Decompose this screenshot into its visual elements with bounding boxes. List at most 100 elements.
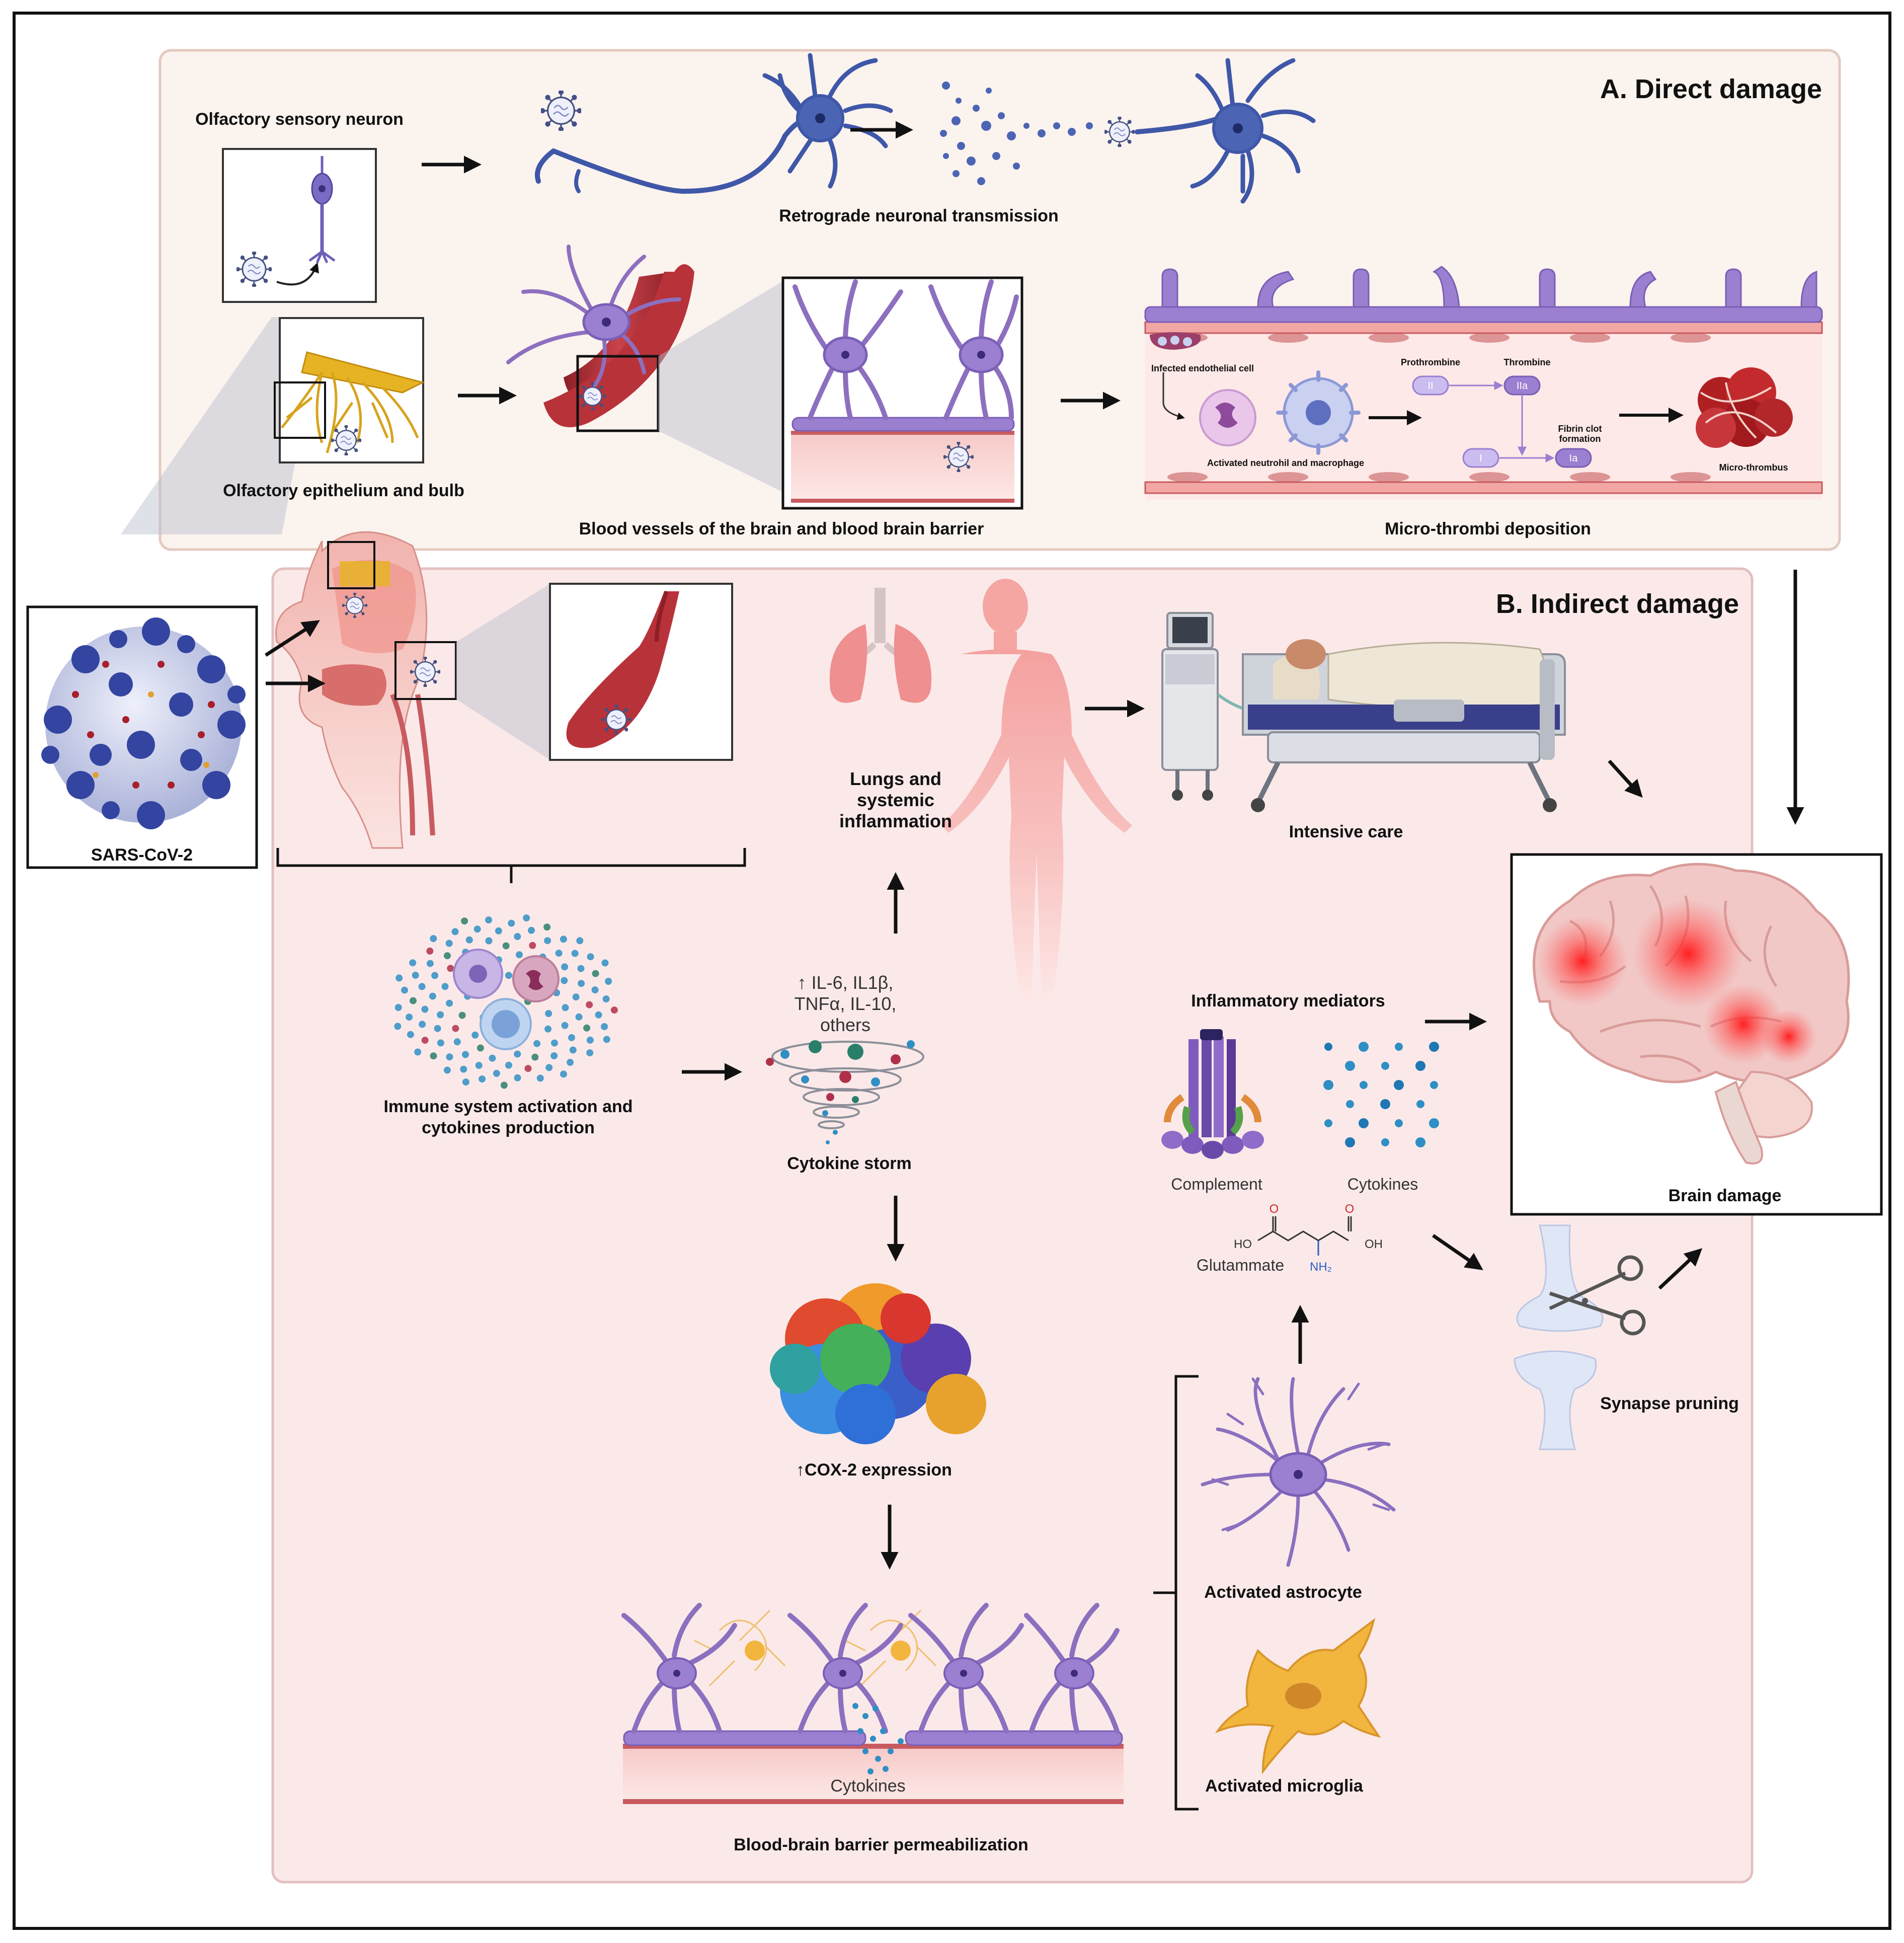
cytokine-dot — [1395, 1119, 1403, 1127]
immune-dot — [605, 978, 612, 985]
immune-dot — [447, 965, 454, 972]
micro-thrombus — [1696, 367, 1793, 448]
immune-dot — [471, 1031, 479, 1039]
olfactory-neuron-illustration — [222, 148, 377, 303]
label-infected-endothelial: Infected endothelial cell — [1151, 363, 1254, 373]
immune-dot — [452, 1025, 459, 1032]
label-retrograde: Retrograde neuronal transmission — [779, 206, 1058, 225]
immune-dot — [460, 1065, 467, 1073]
immune-dot — [500, 1081, 508, 1089]
immune-dot — [409, 959, 417, 967]
immune-dot — [453, 1038, 461, 1046]
immune-dot — [529, 942, 536, 949]
immune-dot — [426, 960, 434, 967]
label-bbb-perm: Blood-brain barrier permeabilization — [734, 1835, 1028, 1854]
immune-dot — [561, 977, 568, 984]
immune-dot — [561, 1022, 569, 1029]
macrophage — [1276, 370, 1361, 455]
immune-dot — [493, 1070, 500, 1077]
immune-dot — [567, 1059, 574, 1066]
immune-dot — [601, 959, 609, 967]
immune-dot — [462, 1078, 469, 1086]
cytokine-dot — [1394, 1080, 1404, 1090]
immune-dot — [431, 972, 439, 979]
cytokine-dot — [1345, 1137, 1355, 1147]
immune-dot — [395, 974, 403, 982]
immune-dot — [505, 1061, 512, 1069]
human-body-illustration — [941, 579, 1132, 1004]
cytokine-dot — [1381, 1138, 1389, 1146]
immune-dot — [485, 916, 493, 924]
immune-dot — [551, 1039, 558, 1047]
label-olfactory-epithelium: Olfactory epithelium and bulb — [223, 481, 464, 500]
cytokine-dot — [1395, 1043, 1403, 1051]
immune-dot — [418, 983, 426, 990]
immune-dot — [401, 986, 408, 994]
glutamate-ho: HO — [1234, 1237, 1252, 1251]
cytokine-dot — [1345, 1061, 1355, 1071]
panel-indirect-damage — [271, 567, 1754, 1884]
label-cytokines: Cytokines — [1347, 1175, 1418, 1193]
immune-dot — [524, 1065, 532, 1072]
immune-dot — [516, 951, 523, 959]
cytokine-dot — [1360, 1081, 1368, 1089]
label-sars: SARS-CoV-2 — [91, 845, 193, 865]
label-cox2: ↑COX-2 expression — [796, 1460, 952, 1480]
immune-dot — [610, 1006, 618, 1014]
immune-dot — [560, 936, 567, 943]
arrow-sars-nose — [265, 620, 320, 657]
immune-dot — [458, 1012, 466, 1019]
immune-dot — [443, 1066, 451, 1074]
immune-dot — [586, 1049, 594, 1057]
immune-dot — [514, 1074, 521, 1081]
immune-dot — [479, 1075, 486, 1083]
immune-dot — [461, 917, 468, 925]
label-bbb-cytokines: Cytokines — [830, 1776, 905, 1796]
immune-dot — [446, 999, 453, 1007]
microvessel-illustration — [549, 583, 733, 761]
immune-dot — [543, 923, 551, 931]
label-micro-thrombus: Micro-thrombus — [1719, 462, 1788, 473]
complement-illustration — [1161, 1029, 1264, 1159]
immune-dot — [576, 937, 584, 945]
cytokine-dot — [1416, 1100, 1424, 1108]
label-prothrombine: Prothrombine — [1401, 357, 1460, 367]
bracket-glia — [1153, 1375, 1199, 1811]
neuron-with-virus — [535, 53, 893, 194]
label-activated-microglia: Activated microglia — [1205, 1776, 1364, 1796]
label-cytokines-list: ↑ IL-6, IL1β,TNFα, IL-10,others — [795, 972, 897, 1035]
label-cytokine-storm: Cytokine storm — [787, 1154, 912, 1173]
immune-dot — [603, 1036, 610, 1043]
immune-dot — [583, 1024, 591, 1032]
immune-dot — [445, 940, 453, 947]
immune-dot — [601, 1023, 608, 1030]
immune-dot — [406, 1014, 413, 1021]
immune-dot — [429, 992, 436, 1000]
activated-astrocyte-illustration — [1201, 1377, 1396, 1567]
label-thrombine: Thrombine — [1504, 357, 1551, 367]
immune-dot — [505, 972, 512, 979]
immune-dot — [489, 1054, 496, 1062]
factor-ii: II — [1427, 380, 1433, 392]
immune-dot — [430, 935, 437, 943]
label-activated-astrocyte: Activated astrocyte — [1204, 1583, 1362, 1602]
immune-dot — [545, 1064, 553, 1071]
immune-dot — [571, 950, 579, 957]
immune-dot — [394, 1004, 402, 1011]
intensive-care-illustration — [1161, 612, 1566, 812]
label-intensive-care: Intensive care — [1289, 822, 1403, 841]
immune-dot — [577, 965, 585, 972]
immune-dot — [473, 925, 481, 933]
immune-dot — [591, 986, 599, 994]
arrow-synapse-brain — [1658, 1248, 1703, 1290]
factor-ia: Ia — [1569, 453, 1578, 464]
cytokine-dot — [1324, 1043, 1332, 1051]
immune-dot — [502, 942, 510, 950]
immune-dot — [562, 1004, 569, 1012]
immune-dot — [419, 1021, 426, 1028]
